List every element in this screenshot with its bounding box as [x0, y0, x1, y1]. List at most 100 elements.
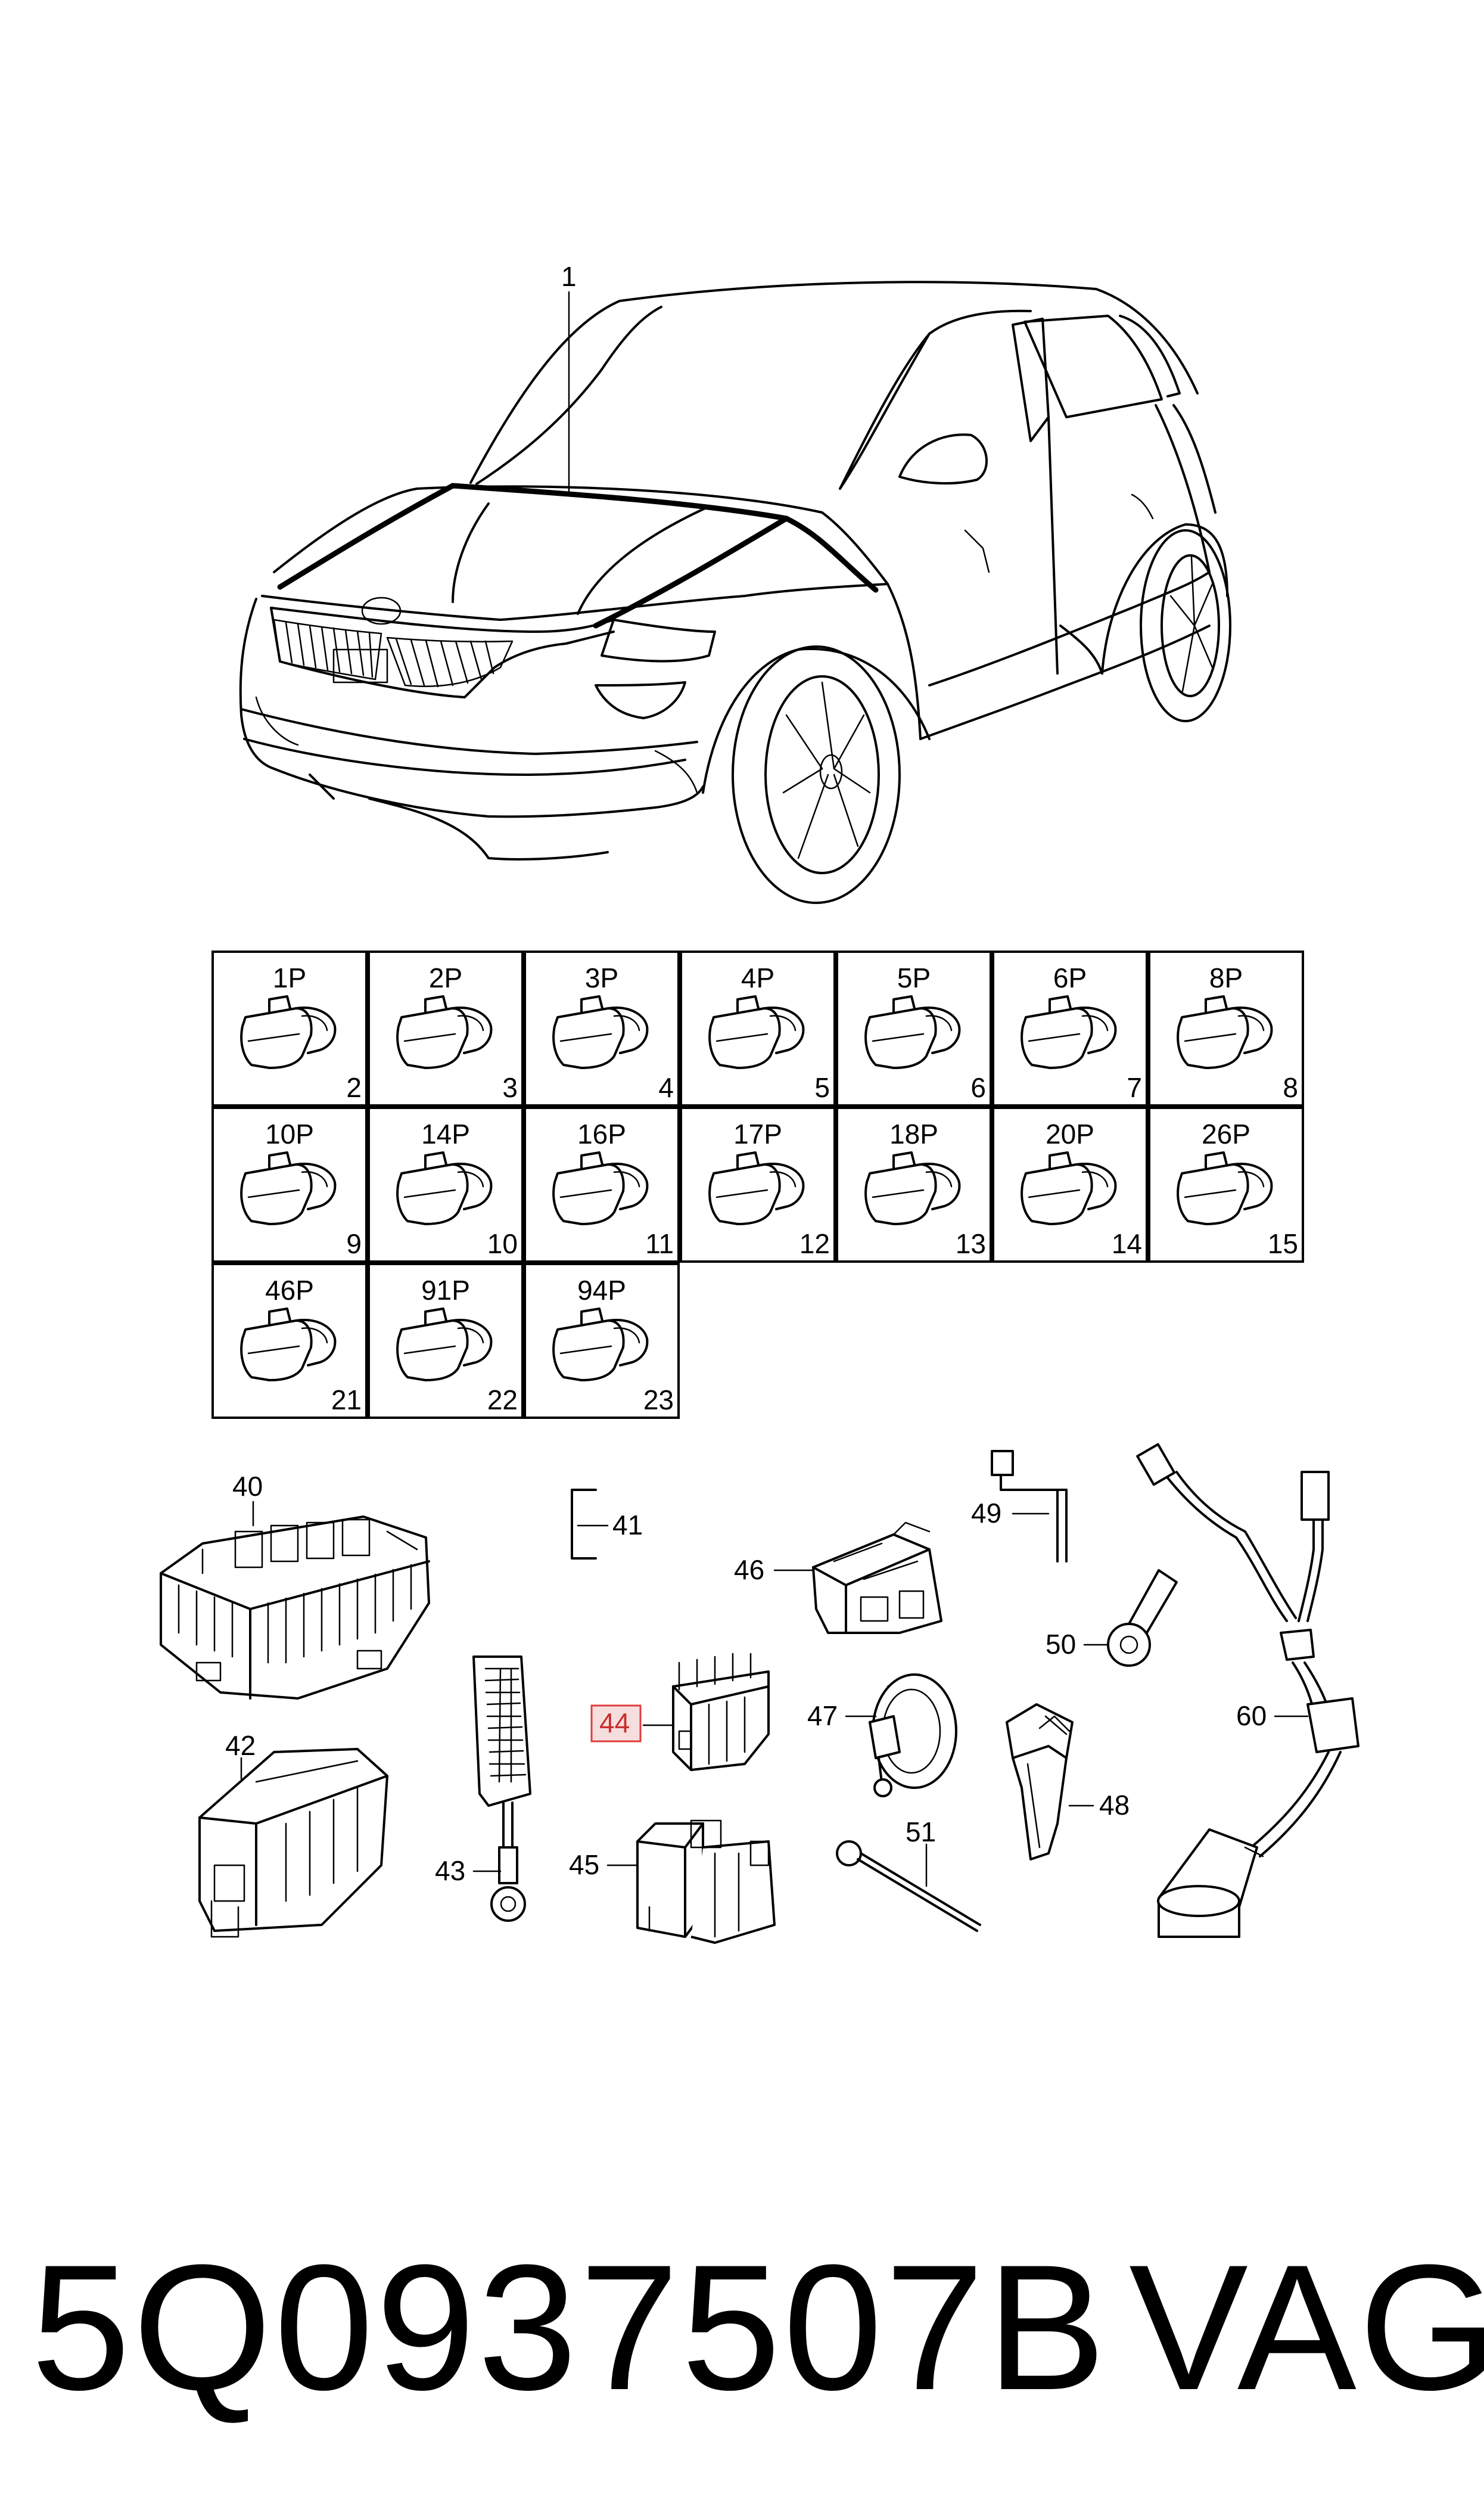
connector-plug-icon: [396, 1151, 493, 1225]
part-label-48: 48: [1099, 1790, 1130, 1821]
connector-pin-label: 1P: [273, 962, 306, 993]
relay-drawing: [636, 1819, 776, 1944]
connector-plug-icon: [1021, 1151, 1117, 1225]
part-label-45: 45: [569, 1849, 599, 1880]
part-label-46: 46: [734, 1554, 764, 1585]
connector-item-number: 23: [643, 1384, 674, 1415]
connector-cell: 4P 5: [680, 951, 836, 1107]
connector-cell: 26P 15: [1148, 1107, 1304, 1263]
part-label-47: 47: [807, 1700, 838, 1731]
connector-item-number: 8: [1283, 1072, 1298, 1103]
housing-drawing: [198, 1748, 388, 1938]
part-label-41: 41: [612, 1509, 643, 1540]
part-label-43: 43: [435, 1855, 465, 1886]
connector-cell: 3P 4: [524, 951, 680, 1107]
bolt-drawing: [836, 1840, 981, 1932]
parts-group: 40 41 42: [160, 1443, 1359, 1944]
connector-pin-label: 17P: [733, 1119, 782, 1150]
grommet-drawing: [869, 1673, 957, 1797]
connector-plug-icon: [396, 1307, 493, 1381]
clip-holder-drawing: [812, 1521, 942, 1634]
connector-cell: 91P 22: [368, 1263, 524, 1419]
connector-pin-label: 14P: [421, 1119, 470, 1150]
connector-item-number: 4: [658, 1072, 674, 1103]
connector-plug-icon: [240, 1307, 337, 1381]
label-tag-drawing: [472, 1655, 531, 1922]
connector-pin-label: 2P: [429, 962, 462, 993]
connector-item-number: 12: [799, 1228, 830, 1259]
connector-item-number: 5: [814, 1072, 830, 1103]
connector-pin-label: 26P: [1202, 1119, 1250, 1150]
part-label-49: 49: [971, 1498, 1001, 1529]
connector-item-number: 15: [1268, 1228, 1298, 1259]
connector-cell: 6P 7: [992, 951, 1148, 1107]
connector-item-number: 7: [1127, 1072, 1142, 1103]
connector-plug-icon: [864, 995, 961, 1069]
ground-bolt-drawing: [991, 1450, 1068, 1563]
connector-cell: 8P 8: [1148, 951, 1304, 1107]
part-label-50: 50: [1046, 1629, 1076, 1660]
brand-name: VAG: [1129, 2227, 1484, 2427]
connector-plug-icon: [240, 1151, 337, 1225]
connector-pin-label: 91P: [421, 1275, 470, 1306]
connector-pin-label: 10P: [265, 1119, 314, 1150]
connector-cell: 1P 2: [211, 951, 368, 1107]
part-label-40: 40: [232, 1471, 263, 1502]
relay-carrier-drawing: [672, 1653, 770, 1771]
connector-plug-icon: [1021, 995, 1117, 1069]
ring-terminal-drawing: [1107, 1569, 1178, 1667]
connector-cell: 10P 9: [211, 1107, 368, 1263]
connector-cell: 2P 3: [368, 951, 524, 1107]
connector-pin-label: 4P: [741, 962, 774, 993]
connector-item-number: 3: [502, 1072, 518, 1103]
connector-pin-label: 94P: [577, 1275, 626, 1306]
fuse-box-drawing: [160, 1515, 430, 1700]
connector-cell: 94P 23: [524, 1263, 680, 1419]
connector-pin-label: 20P: [1046, 1119, 1094, 1150]
connector-item-number: 2: [346, 1072, 362, 1103]
part-label-42: 42: [225, 1730, 256, 1761]
connector-plug-icon: [552, 1307, 649, 1381]
connector-cell: 46P 21: [211, 1263, 368, 1419]
connector-pin-label: 46P: [265, 1275, 314, 1306]
connector-pin-label: 6P: [1053, 962, 1087, 993]
part-label-51: 51: [906, 1816, 936, 1847]
connector-pin-label: 16P: [577, 1119, 626, 1150]
connector-plug-icon: [552, 995, 649, 1069]
connector-pin-label: 8P: [1209, 962, 1243, 993]
car-illustration: 1: [239, 261, 1231, 904]
connector-item-number: 6: [970, 1072, 986, 1103]
highlight-box-44: [590, 1704, 642, 1743]
connector-plug-icon: [864, 1151, 961, 1225]
connector-item-number: 22: [487, 1384, 518, 1415]
connector-cell: 20P 14: [992, 1107, 1148, 1263]
clip-drawing: [1006, 1703, 1074, 1860]
connector-cell: 14P 10: [368, 1107, 524, 1263]
connector-pin-label: 5P: [897, 962, 931, 993]
connector-plug-icon: [708, 1151, 805, 1225]
part-label-60: 60: [1236, 1700, 1267, 1731]
connector-cell: 5P 6: [836, 951, 992, 1107]
connector-pin-label: 3P: [585, 962, 618, 993]
bracket-drawing: [571, 1489, 597, 1560]
connector-cell: 18P 13: [836, 1107, 992, 1263]
callout-main: 1: [561, 261, 577, 292]
connector-cell-border: [836, 1107, 992, 1263]
connector-item-number: 10: [487, 1228, 518, 1259]
connector-item-number: 13: [956, 1228, 986, 1259]
connector-cell: 17P 12: [680, 1107, 836, 1263]
cable-harness-drawing: [1136, 1443, 1359, 1938]
part-number: 5Q0937507B: [31, 2227, 1109, 2427]
connector-plug-icon: [1177, 995, 1273, 1069]
connector-pin-label: 18P: [889, 1119, 938, 1150]
connector-item-number: 9: [346, 1228, 362, 1259]
connector-item-number: 11: [645, 1228, 674, 1259]
connector-item-number: 21: [331, 1384, 362, 1415]
connector-plug-icon: [708, 995, 805, 1069]
connector-cell: 16P 11: [524, 1107, 680, 1263]
part-label-44: 44: [599, 1707, 630, 1738]
connector-item-number: 14: [1112, 1228, 1142, 1259]
connector-plug-icon: [1177, 1151, 1273, 1225]
connector-plug-icon: [240, 995, 337, 1069]
